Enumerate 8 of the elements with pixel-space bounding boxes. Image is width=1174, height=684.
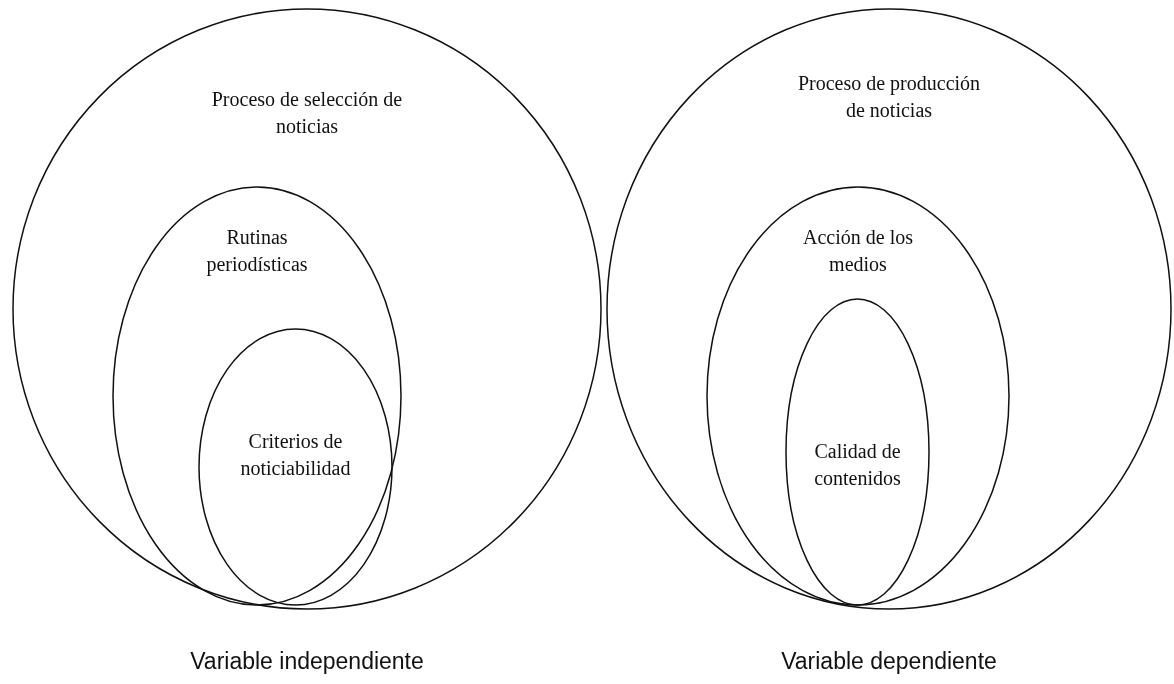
node-label: Proceso de selección de noticias [210,87,404,139]
node-label: Acción de los medios [802,225,914,277]
caption-text: Variable dependiente [780,648,998,675]
caption-text: Variable independiente [189,648,425,675]
node-label: Rutinas periodísticas [205,225,309,278]
node-label: Criterios de noticiabilidad [239,429,352,481]
node-label: Proceso de producción de noticias [796,71,982,123]
node-label: Calidad de contenidos [813,439,902,491]
